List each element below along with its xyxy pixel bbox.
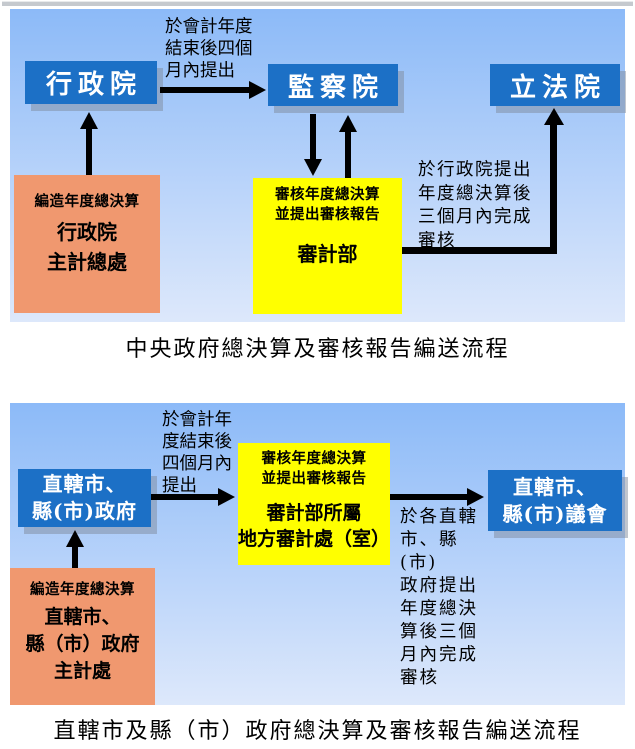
node-control-yuan-label: 監察院 [287, 72, 384, 103]
central-budget-office-name: 行政院 主計總處 [47, 220, 127, 274]
node-local-council: 直轄市、 縣(市)議會 [488, 470, 622, 531]
arrow-audit-to-council-shaft [390, 494, 468, 500]
central-budget-office-duty: 編造年度總決算 [34, 193, 140, 210]
arrow-executive-to-control-shaft [160, 87, 250, 93]
node-local-government: 直轄市、 縣(市)政府 [18, 469, 151, 527]
arrow-audit-to-council-head [467, 488, 484, 506]
central-gov-flowchart: 行政院 監察院 立法院 審核年度總決算 並提出審核報告 審計部 編造年度總決算 … [10, 9, 625, 322]
node-central-budget-office: 編造年度總決算 行政院 主計總處 [14, 175, 160, 313]
arrow-audit-to-legislative-head [544, 108, 564, 125]
arrow-executive-to-control-head [249, 81, 266, 99]
label-review-within-three-months: 於行政院提出 年度總決算後 三個月內完成 審核 [418, 160, 532, 251]
arrow-localbudget-to-localgov-shaft [72, 545, 78, 568]
node-executive-yuan-label: 行政院 [45, 70, 142, 100]
node-local-council-label: 直轄市、 縣(市)議會 [502, 474, 608, 526]
arrow-control-to-audit-shaft [310, 114, 316, 160]
node-legislative-yuan: 立法院 [490, 64, 620, 106]
arrow-localgov-to-audit-head [218, 488, 235, 506]
central-flowchart-caption: 中央政府總決算及審核報告編送流程 [125, 337, 510, 362]
node-control-yuan: 監察院 [268, 64, 398, 106]
local-gov-flowchart: 直轄市、 縣(市)政府 直轄市、 縣(市)議會 審核年度總決算 並提出審核報告 … [10, 403, 625, 705]
arrow-localgov-to-audit-shaft [151, 494, 219, 500]
local-audit-office-name: 審計部所屬 地方審計處（室） [238, 502, 391, 550]
node-local-government-label: 直轄市、 縣(市)政府 [32, 472, 137, 523]
audit-department-duty: 審核年度總決算 並提出審核報告 [275, 186, 380, 223]
label-submit-within-four-months: 於會計年度 結束後四個 月內提出 [165, 17, 253, 81]
node-local-budget-office: 編造年度總決算 直轄市、 縣（市）政府 主計處 [10, 568, 155, 705]
top-border-strip [2, 1, 633, 6]
arrow-localbudget-to-localgov-head [66, 530, 84, 547]
local-budget-office-duty: 編造年度總決算 [30, 581, 135, 598]
arrow-budget-to-executive-head [80, 112, 98, 129]
arrow-audit-to-legislative-horizontal [402, 247, 557, 254]
node-local-audit-office: 審核年度總決算 並提出審核報告 審計部所屬 地方審計處（室） [238, 443, 390, 565]
audit-department-name: 審計部 [297, 242, 358, 266]
node-executive-yuan: 行政院 [25, 61, 157, 104]
local-budget-office-name: 直轄市、 縣（市）政府 主計處 [25, 606, 140, 682]
arrow-audit-to-control-shaft [345, 130, 351, 178]
arrow-audit-to-control-head [339, 115, 357, 132]
label-review-within-three-months-local: 於各直轄 市、縣(市) 政府提出 年度總決 算後三個 月內完成 審核 [400, 507, 478, 688]
node-legislative-yuan-label: 立法院 [509, 72, 606, 103]
local-audit-office-duty: 審核年度總決算 並提出審核報告 [261, 450, 367, 487]
arrow-audit-to-legislative-vertical [550, 123, 557, 254]
local-flowchart-caption: 直轄市及縣（市）政府總決算及審核報告編送流程 [53, 719, 582, 744]
node-audit-department: 審核年度總決算 並提出審核報告 審計部 [253, 178, 402, 314]
arrow-control-to-audit-head [304, 159, 322, 176]
label-submit-within-four-months-local: 於會計年 度結束後 四個月內 提出 [162, 410, 232, 496]
arrow-budget-to-executive-shaft [86, 127, 92, 175]
